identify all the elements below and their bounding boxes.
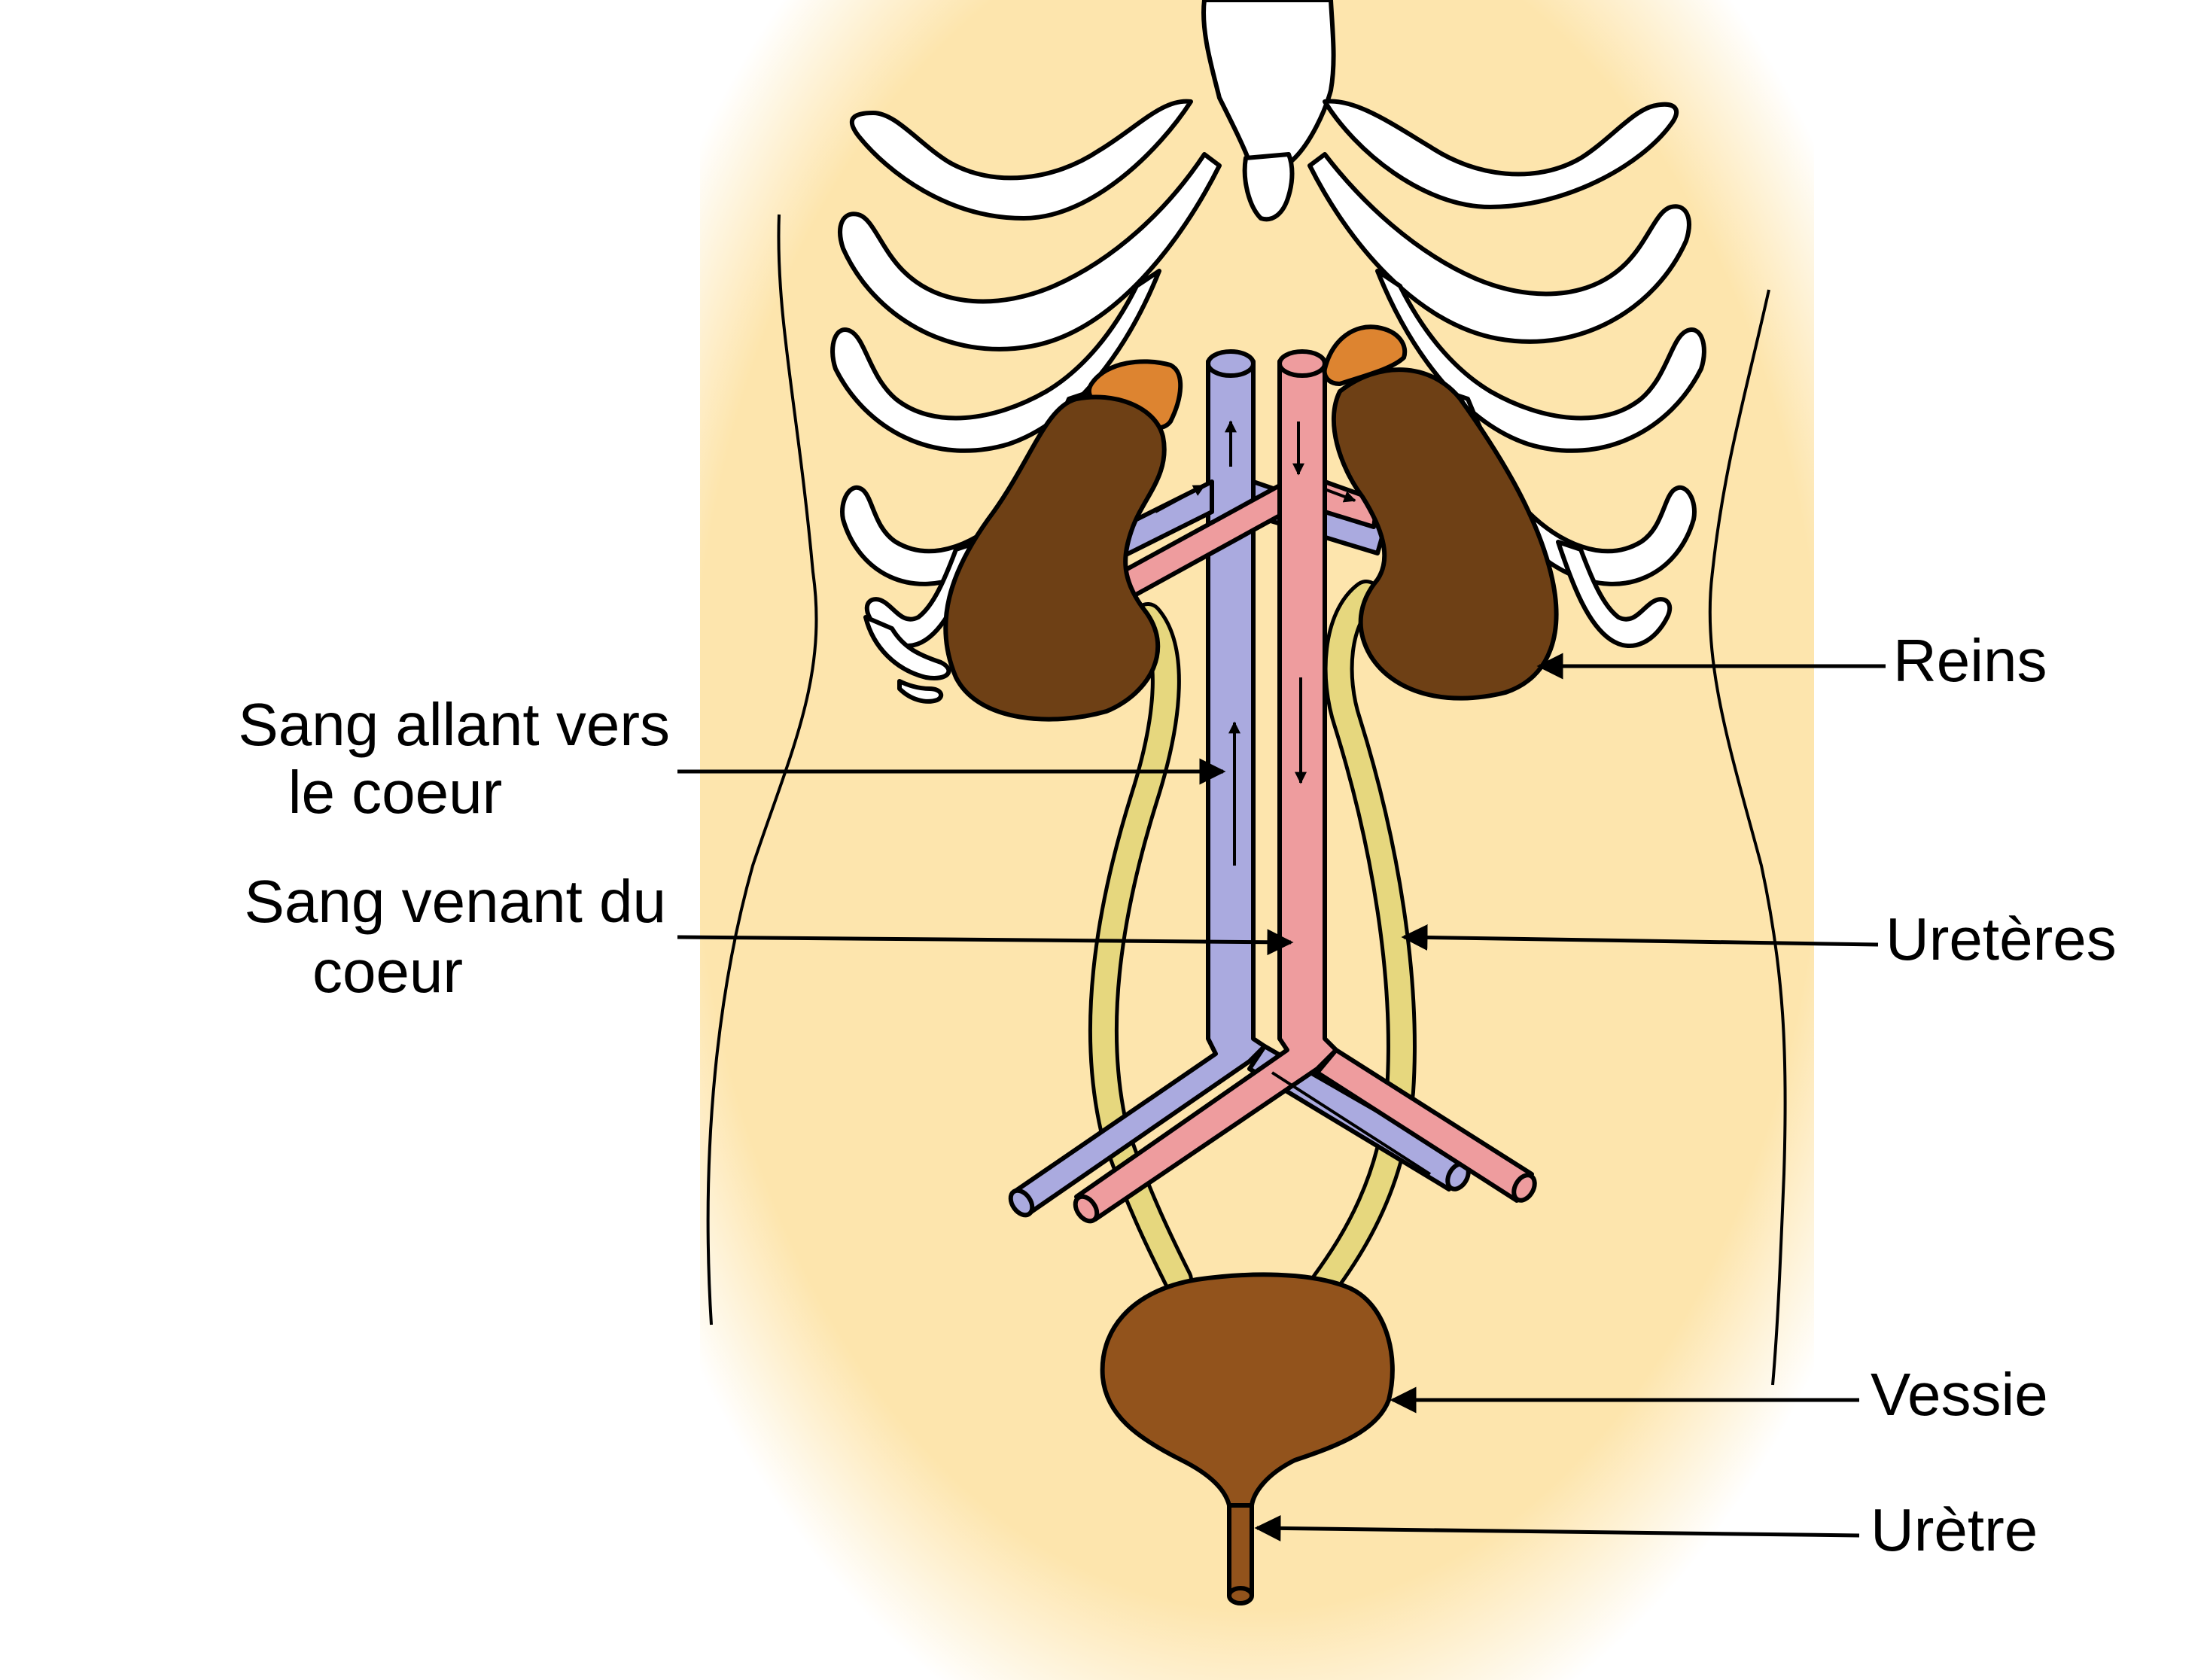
left-rib-5 [864,540,981,649]
right-rib-3 [1375,269,1706,453]
left-rib-1 [849,99,1193,221]
artery-main [1074,359,1338,1222]
left-rib-3 [830,269,1161,453]
left-rib-7 [897,679,944,704]
artery-left-end [1073,1194,1100,1224]
label-uretre: Urètre [1871,1496,2038,1563]
label-ureteres: Uretères [1886,905,2117,972]
ureters [1088,580,1417,1298]
right-kidney [1332,367,1559,701]
xiphoid [1242,152,1295,222]
right-ureter [1314,583,1413,1295]
label-sang-venant-line2: coeur [312,938,463,1005]
urethra-end [1227,1586,1254,1605]
urethra [1227,1492,1254,1598]
uretre-leader [1254,1514,1860,1542]
sang-venant-leader [677,929,1294,956]
right-rib-5 [1556,540,1673,649]
flow-arrows [1155,420,1432,1176]
leader-lines [677,653,1886,1542]
left-rib-6 [863,615,951,680]
label-vessie: Vessie [1871,1361,2048,1428]
vein-left-end [1008,1188,1035,1218]
vein-renal-flow-arrow [1155,484,1206,513]
torso-left-outline [706,214,818,1325]
ureteres-leader [1401,924,1879,951]
left-kidney [943,394,1167,722]
bladder [1100,1272,1395,1508]
label-sang-allant-line1: Sang allant vers [238,691,670,758]
right-rib-2 [1307,152,1691,344]
left-ureter [1091,606,1189,1291]
label-sang-allant-line2: le coeur [288,759,503,826]
aorta [1073,349,1537,1224]
label-reins: Reins [1893,627,2047,694]
artery-right-end [1511,1173,1537,1203]
artery-top-end [1277,349,1327,378]
right-adrenal-gland [1322,324,1408,386]
kidneys [943,324,1559,722]
left-rib-2 [838,152,1222,352]
right-rib-1 [1323,99,1679,209]
labels: Reins Sang allant vers le coeur Sang ven… [238,627,2116,1563]
artery-renal-flow-arrow [1324,488,1356,503]
label-sang-venant-line1: Sang venant du [245,868,666,935]
vein-top-end [1206,349,1256,378]
torso-right-outline [1708,289,1787,1386]
vein-main [1010,359,1267,1214]
bladder-group [1100,1272,1395,1605]
iliac-divider-line [1271,1071,1432,1176]
rib-cage [830,0,1706,704]
